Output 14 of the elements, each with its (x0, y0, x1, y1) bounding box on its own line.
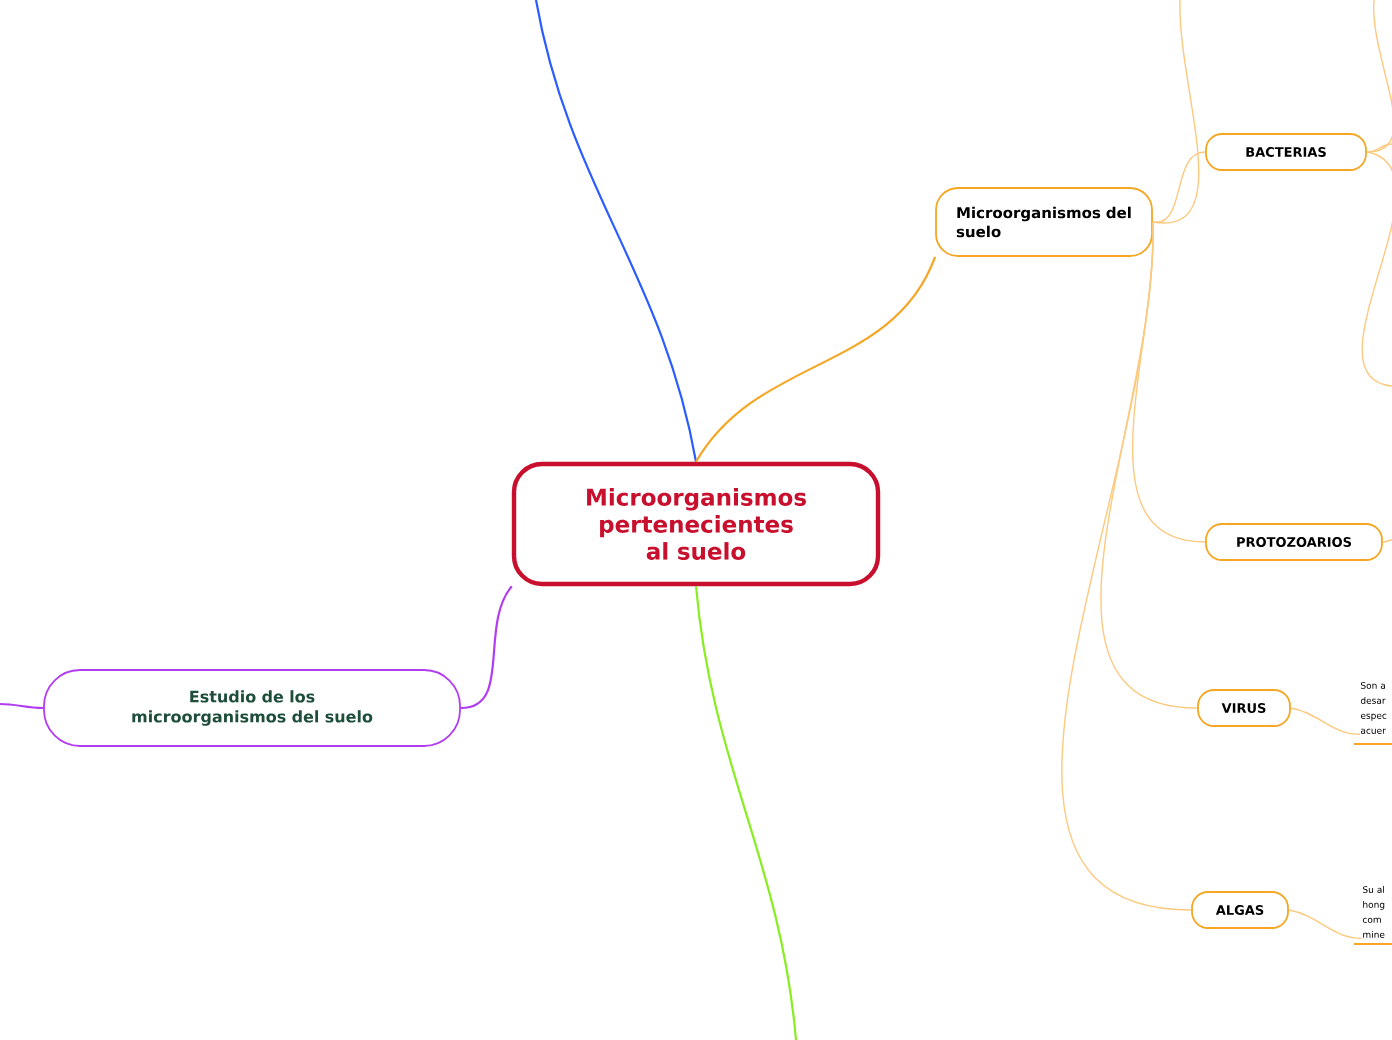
connector-line (460, 585, 513, 710)
connector-line (695, 256, 937, 463)
connector-line (1288, 909, 1363, 940)
central-topic-box: Microorganismos pertenecientes al suelo (511, 461, 881, 587)
connector-line (1382, 539, 1392, 543)
connector-line (1061, 221, 1192, 911)
topic-box: Estudio de los microorganismos del suelo (43, 669, 461, 747)
connector-line (1152, 151, 1206, 223)
connector-line (1361, 151, 1392, 387)
connector-line (694, 586, 798, 1040)
connector-line (0, 702, 44, 710)
connector-line (1366, 143, 1392, 153)
connector-line (534, 0, 698, 462)
connector-line (1290, 707, 1361, 735)
